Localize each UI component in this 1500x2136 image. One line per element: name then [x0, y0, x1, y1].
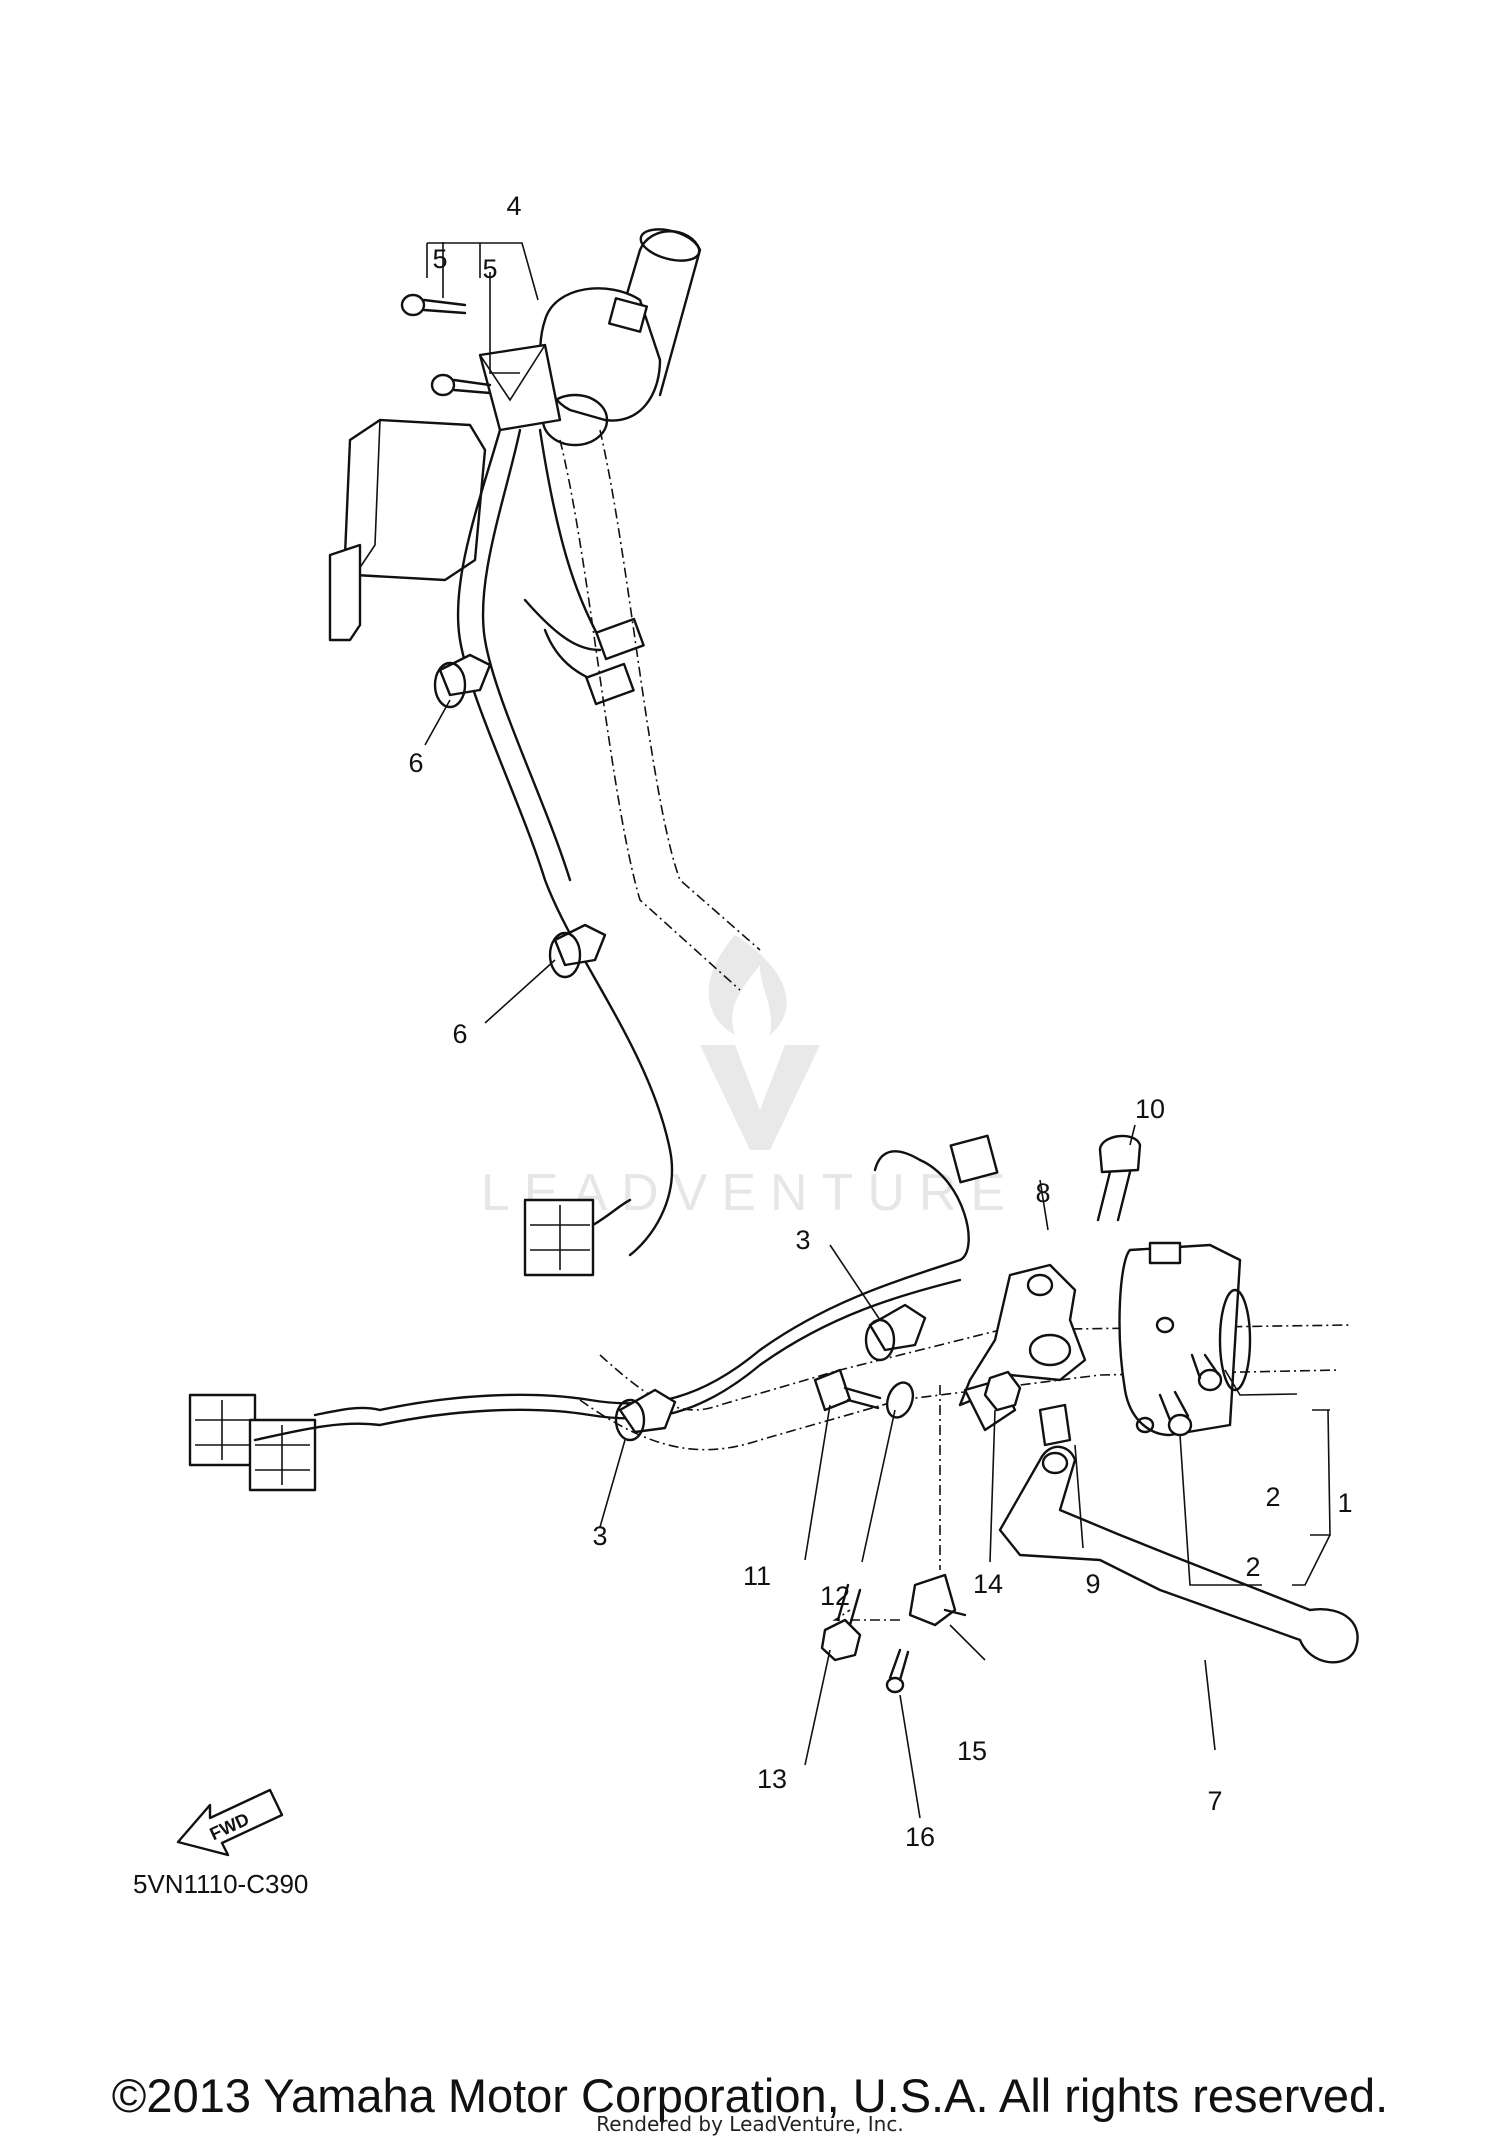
callout-5-left: 5	[432, 244, 447, 274]
bolt-11	[813, 1368, 882, 1412]
callout-8: 8	[1035, 1178, 1050, 1208]
callout-7: 7	[1207, 1786, 1222, 1816]
upper-switch-assembly	[328, 228, 761, 1277]
callout-1: 1	[1337, 1488, 1352, 1518]
callout-11: 11	[743, 1561, 771, 1591]
callout-6-lower: 6	[452, 1019, 467, 1049]
callout-3-right: 3	[795, 1225, 810, 1255]
callout-15: 15	[957, 1736, 987, 1766]
callout-2-lower: 2	[1245, 1552, 1260, 1582]
nut-14	[983, 1370, 1022, 1412]
callout-16: 16	[905, 1822, 935, 1852]
callout-2-upper: 2	[1265, 1482, 1280, 1512]
leader-lines	[424, 242, 1331, 1819]
copyright-notice: ©2013 Yamaha Motor Corporation, U.S.A. A…	[111, 2069, 1389, 2122]
callout-13: 13	[757, 1764, 787, 1794]
callout-14: 14	[973, 1569, 1003, 1599]
callout-6-upper: 6	[408, 748, 423, 778]
switch-15	[908, 1573, 957, 1627]
callout-labels: 1 2 2 3 3 4 5 5 6 6 7 8 9 10 11 12 13 14…	[408, 191, 1352, 1852]
diagram-code: 5VN1110-C390	[133, 1869, 308, 1899]
callout-5-right: 5	[482, 254, 497, 284]
washer-12	[885, 1381, 915, 1419]
leadventure-watermark: LEADVENTURE	[481, 935, 1005, 1222]
bolt-5-lower	[430, 373, 492, 397]
callout-9: 9	[1085, 1569, 1100, 1599]
bolt-5-upper	[400, 293, 467, 317]
fwd-arrow: FWD	[176, 1788, 284, 1857]
callout-4: 4	[506, 191, 521, 221]
lever-7	[998, 1445, 1359, 1664]
bolt-10	[1096, 1134, 1142, 1222]
rendered-by-credit: Rendered by LeadVenture, Inc.	[596, 2112, 904, 2136]
lower-lever-assembly	[188, 1134, 1359, 1694]
callout-3-left: 3	[592, 1521, 607, 1551]
bolt-13	[820, 1583, 862, 1662]
callout-12: 12	[820, 1581, 850, 1611]
screw-16	[885, 1648, 910, 1694]
collar-9	[1038, 1403, 1072, 1447]
callout-10: 10	[1135, 1094, 1165, 1124]
parts-diagram: LEADVENTURE	[133, 191, 1359, 1899]
screw-2-upper	[1190, 1353, 1223, 1392]
